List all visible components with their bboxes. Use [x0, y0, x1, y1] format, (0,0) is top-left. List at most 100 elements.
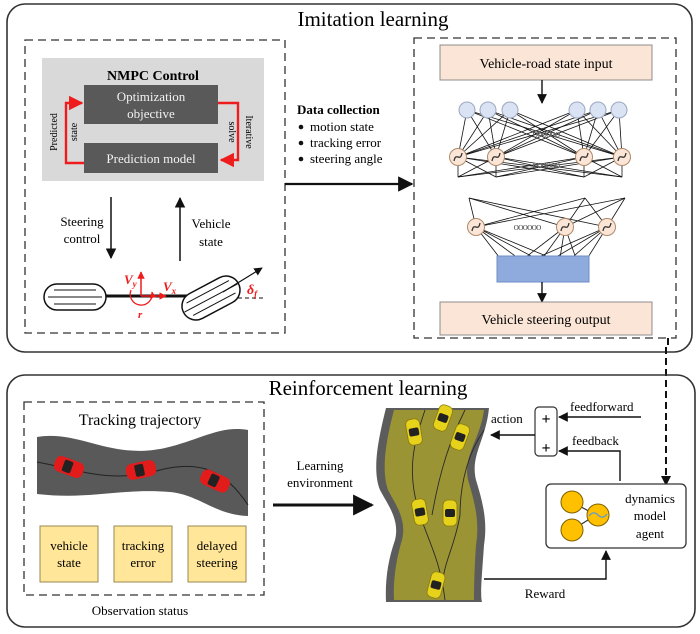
tracking-trajectory-title: Tracking trajectory [79, 412, 201, 429]
agent-label-line2: model [634, 508, 667, 523]
vy-symbol: Vy [124, 272, 138, 289]
learning-env-line2: environment [287, 475, 353, 490]
agent-node [560, 518, 584, 542]
observation-status-caption: Observation status [92, 603, 188, 618]
steering-label-line2: control [64, 231, 101, 246]
action-label: action [491, 411, 523, 426]
optimization-label-line2: objective [127, 106, 175, 121]
network-edge [475, 197, 626, 228]
predicted-state-arrow [64, 95, 84, 165]
dynamics-model-agent: dynamics model agent [545, 483, 687, 549]
network-edge [576, 109, 623, 158]
iterative-label-line2: solve [226, 121, 237, 143]
plus-sign: + [541, 411, 550, 428]
activation-node [487, 148, 505, 166]
network-node [568, 101, 586, 119]
network-input-label: Vehicle-road state input [480, 57, 613, 72]
feedback-arrow [558, 446, 621, 481]
network-output-label: Vehicle steering output [481, 313, 610, 328]
neural-network: Vehicle-road state input oooooo oooooo o… [439, 44, 653, 336]
predicted-label-line2: state [69, 122, 80, 141]
data-item: tracking error [310, 135, 382, 150]
steering-label-line1: Steering [60, 214, 104, 229]
learning-env-line1: Learning [297, 458, 344, 473]
network-edge [468, 197, 608, 228]
network-edge [466, 109, 497, 158]
predicted-label-line1: Predicted [49, 113, 60, 151]
learning-environment-road [376, 404, 489, 602]
data-collection: Data collection motion state tracking er… [297, 102, 383, 166]
front-wheel [181, 275, 241, 321]
network-edge [457, 109, 620, 158]
optimization-label-line1: Optimization [117, 89, 186, 104]
reinforcement-learning-panel: Reinforcement learning [6, 374, 696, 628]
vehicle-label-line1: Vehicle [192, 216, 231, 231]
yaw-rate-arrow [129, 289, 157, 306]
network-edge [495, 109, 599, 158]
tracking-road [36, 429, 249, 516]
activation-node [467, 218, 485, 236]
iterative-label-line1: Iterative [243, 115, 254, 149]
nmpc-title: NMPC Control [107, 69, 199, 84]
network-edge [475, 197, 586, 228]
yellow-car [442, 499, 458, 527]
agent-node [560, 490, 584, 514]
observation-box-delayed-steering: delayed steering [187, 525, 247, 583]
data-item: motion state [310, 119, 374, 134]
network-node [501, 101, 519, 119]
network-edge [466, 109, 623, 158]
network-edge [509, 109, 623, 158]
network-edge [468, 197, 566, 228]
feedback-label: feedback [572, 433, 619, 448]
yellow-car [411, 498, 429, 526]
data-item: steering angle [310, 151, 383, 166]
network-edge [457, 109, 578, 158]
svg-text:steering: steering [196, 555, 238, 570]
observation-box-vehicle-state: vehicle state [39, 525, 99, 583]
network-edge [457, 156, 585, 178]
hidden-layer-ellipsis: oooooo [514, 221, 543, 233]
network-dashed-frame [413, 37, 677, 339]
reward-arrow [484, 550, 611, 580]
network-edge [457, 156, 623, 178]
svg-text:tracking: tracking [122, 538, 165, 553]
network-output-box [439, 301, 653, 336]
nmpc-control-block: NMPC Control Optimization objective Pred… [42, 58, 264, 181]
svg-text:error: error [130, 555, 156, 570]
yellow-car [426, 571, 446, 599]
observation-dashed-frame [23, 401, 265, 596]
network-output-layer [496, 255, 590, 283]
network-node [610, 101, 628, 119]
rear-wheel [43, 283, 107, 311]
bicycle-model: Vy Vx r δf [43, 267, 265, 321]
prediction-model-box [84, 143, 218, 173]
red-car [125, 460, 157, 480]
network-edge [457, 109, 511, 158]
prediction-model-label: Prediction model [106, 151, 196, 166]
activation-node [575, 148, 593, 166]
yaw-rate-symbol: r [138, 309, 143, 321]
heading-arrow [222, 267, 263, 293]
activation-node [613, 148, 631, 166]
vehicle-label-line2: state [199, 234, 223, 249]
network-node [479, 101, 497, 119]
network-edge [457, 109, 489, 158]
red-car [199, 469, 231, 493]
imitation-learning-panel: Imitation learning [6, 3, 693, 353]
data-collection-title: Data collection [297, 102, 380, 117]
network-node [458, 101, 476, 119]
observation-box-tracking-error: tracking error [113, 525, 173, 583]
yellow-car [432, 404, 454, 432]
knowledge-transfer-arrow [665, 338, 669, 480]
activation-node [598, 218, 616, 236]
network-edge [495, 109, 578, 158]
optimization-objective-box [84, 85, 218, 124]
imitation-title: Imitation learning [297, 7, 449, 31]
reward-label: Reward [525, 586, 566, 601]
steering-angle-symbol: δf [247, 283, 258, 299]
network-edge [495, 156, 623, 178]
activation-node [556, 218, 574, 236]
network-input-box [439, 44, 653, 81]
red-car [53, 456, 85, 478]
